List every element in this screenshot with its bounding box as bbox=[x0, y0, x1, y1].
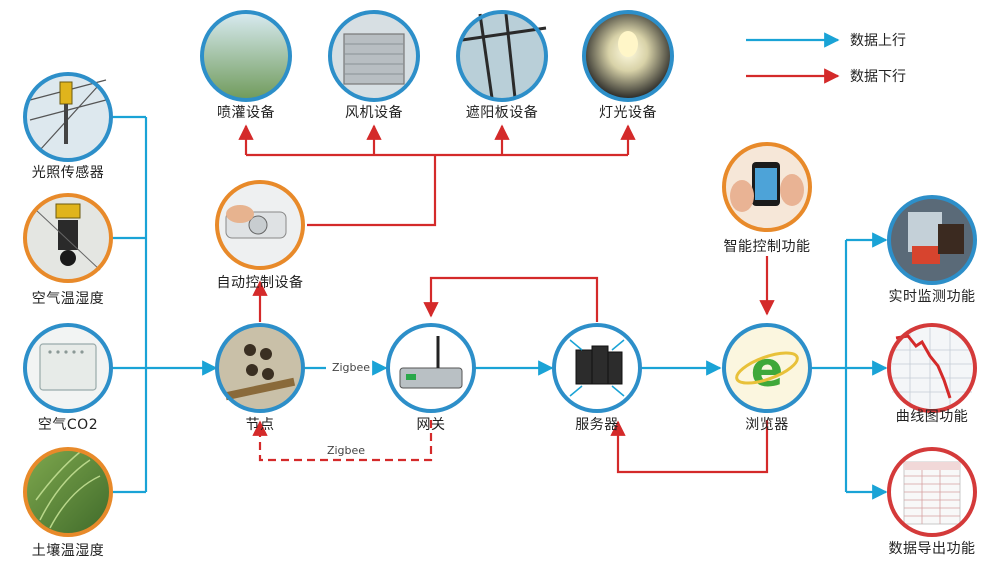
sensor-soil-temp-humidity bbox=[23, 447, 113, 537]
node-device bbox=[215, 323, 305, 413]
output-curve bbox=[887, 323, 977, 413]
server-device bbox=[552, 323, 642, 413]
legend bbox=[746, 32, 840, 84]
label-export: 数据导出功能 bbox=[888, 541, 976, 557]
sensor-air-temp-humidity bbox=[23, 193, 113, 283]
label-light-sensor: 光照传感器 bbox=[31, 165, 105, 181]
device-light bbox=[582, 10, 674, 102]
sensor-air-co2 bbox=[23, 323, 113, 413]
label-curve: 曲线图功能 bbox=[895, 409, 969, 425]
output-realtime bbox=[887, 195, 977, 285]
svg-text:e: e bbox=[751, 342, 784, 398]
label-light: 灯光设备 bbox=[599, 105, 657, 121]
gateway-device bbox=[386, 323, 476, 413]
legend-uplink-label: 数据上行 bbox=[850, 33, 906, 49]
label-spray: 喷灌设备 bbox=[217, 105, 275, 121]
edge-label-zigbee-up: Zigbee bbox=[331, 361, 371, 374]
label-shade: 遮阳板设备 bbox=[465, 105, 539, 121]
sensor-light bbox=[23, 72, 113, 162]
label-server: 服务器 bbox=[575, 417, 619, 433]
device-fan bbox=[328, 10, 420, 102]
label-air-temp-humidity: 空气温湿度 bbox=[31, 291, 105, 307]
label-smart-control: 智能控制功能 bbox=[723, 239, 811, 255]
label-gateway: 网关 bbox=[416, 417, 446, 433]
label-fan: 风机设备 bbox=[345, 105, 403, 121]
device-shade bbox=[456, 10, 548, 102]
label-air-co2: 空气CO2 bbox=[37, 417, 99, 433]
label-node: 节点 bbox=[245, 417, 275, 433]
browser-device: e bbox=[722, 323, 812, 413]
edge-label-zigbee-down: Zigbee bbox=[326, 444, 366, 457]
label-realtime: 实时监测功能 bbox=[888, 289, 976, 305]
label-browser: 浏览器 bbox=[745, 417, 789, 433]
label-auto-control: 自动控制设备 bbox=[216, 275, 304, 291]
downlink-connectors bbox=[238, 124, 775, 474]
smart-control-device bbox=[722, 142, 812, 232]
uplink-connectors bbox=[110, 115, 888, 500]
label-soil-temp-humidity: 土壤温湿度 bbox=[31, 543, 105, 559]
legend-downlink-label: 数据下行 bbox=[850, 69, 906, 85]
output-export bbox=[887, 447, 977, 537]
device-spray bbox=[200, 10, 292, 102]
auto-control-device bbox=[215, 180, 305, 270]
